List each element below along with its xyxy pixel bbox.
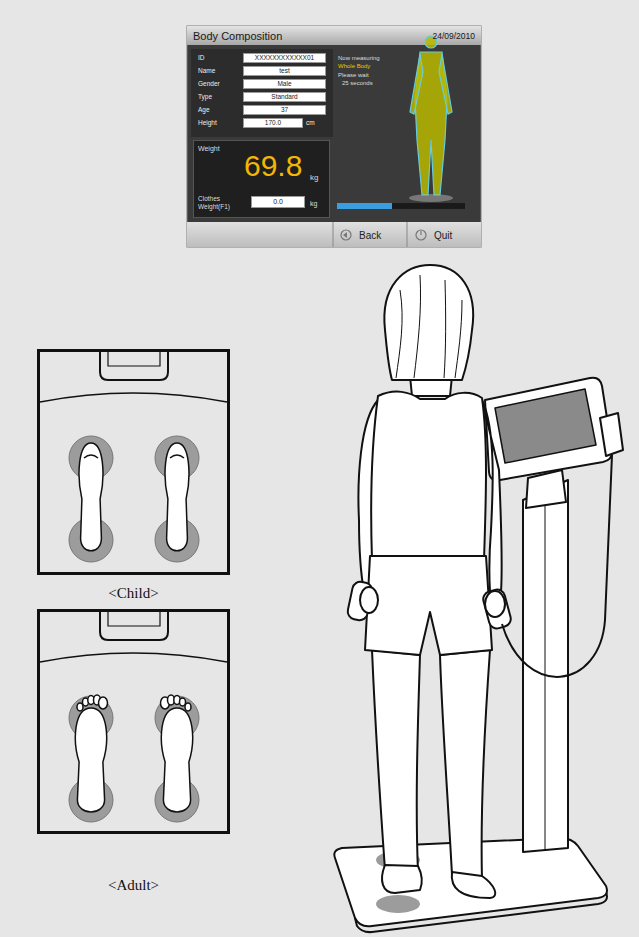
scale-display-inner [108,612,160,626]
field-value: Standard [244,93,325,101]
unit: cm [306,119,315,127]
foot [75,708,106,812]
electrodes [69,696,199,822]
progress-track [337,203,465,209]
foot [161,708,192,812]
mini-scale [409,194,453,202]
button-label: Back [359,229,381,242]
value-box: 0.0 [251,196,305,208]
status-text: Please wait [338,71,369,79]
hair-strands [396,275,462,378]
quit-icon [416,230,426,240]
head-hair [384,265,473,380]
field-value: XXXXXXXXXXXX01 [244,54,325,62]
back-icon [341,230,351,240]
toe [185,703,191,711]
value-box: 37 [243,105,326,115]
field-value: 0.0 [252,197,304,207]
scale-display [100,612,168,640]
display-head [485,378,612,481]
button: Quit [410,226,478,244]
column [523,480,568,852]
button: Back [335,226,405,244]
platform-edge [40,393,227,402]
figure-arm [439,54,452,114]
column-edge [545,492,546,850]
display-arm [526,470,566,508]
screen-date: 24/09/2010 [413,31,475,42]
foot [165,443,189,551]
field-label: Name [198,67,215,75]
shorts [365,556,492,655]
toe-line [84,455,98,458]
scale-display-inner [108,352,160,366]
value-box: XXXXXXXXXXXX01 [243,53,326,63]
screen-panel: Body Composition 24/09/2010XXXXXXXXXXXX01… [187,26,481,247]
back-icon-arrow [343,232,347,238]
adult-feet [75,695,192,812]
button-bar [187,222,481,247]
figure-arm [410,54,423,114]
foot-position-box: <Adult> [37,609,230,834]
field-label: Age [198,106,210,114]
cable [502,455,612,677]
field-value: 170.0 [244,119,302,127]
unit: kg [310,199,317,208]
screen-body [187,26,481,247]
field-label: ID [198,54,205,62]
info-panel [191,49,333,137]
tank-top [371,392,486,560]
field-value: test [244,67,325,75]
child-feet [79,443,189,551]
weight-panel: Weight69.8kgClothes Weight(F1)kg0.0 [193,140,330,218]
separator [407,222,408,247]
field-label: Height [198,119,217,127]
toe [180,698,186,706]
field-value: Male [244,80,325,88]
display-screen [495,389,596,463]
analyzer [334,378,623,932]
status-text: Whole Body [338,62,370,70]
handle-holder [600,413,623,456]
caption: <Child> [40,584,227,603]
caption: <Adult> [40,876,227,895]
leg [372,650,420,872]
platform-edge [40,653,227,662]
hand-electrode [481,588,512,630]
quit-icon-bar [420,231,421,235]
body-figure [410,36,452,195]
foot-position-box: <Child> [37,349,230,575]
screen-title: Body Composition [193,29,282,43]
clothes-weight-label: Clothes Weight(F1) [198,195,244,211]
weight-value: 69.8 [244,149,302,183]
field-value: 37 [244,106,325,114]
toe [99,697,108,709]
hand [485,591,505,617]
value-box: Standard [243,92,326,102]
progress-fill [337,203,392,209]
foot [79,443,103,551]
value-box: test [243,66,326,76]
field-label: Type [198,93,212,101]
unit: kg [310,173,318,183]
status-text: Now measuring [338,54,380,62]
electrodes [69,436,199,562]
person [346,265,612,898]
status-text: 25 seconds [342,79,373,87]
leg [440,650,490,880]
button-label: Quit [434,229,452,242]
field-label: Gender [198,80,220,88]
hand [360,587,378,613]
value-box: 170.0 [243,118,303,128]
foot [382,865,422,893]
value-box: Male [243,79,326,89]
separator [333,222,334,247]
foot-electrode [376,895,420,913]
scale-display [100,352,168,380]
foot [452,872,496,898]
toe [77,703,83,711]
weight-heading: Weight [198,144,220,153]
toe-line [170,455,184,458]
